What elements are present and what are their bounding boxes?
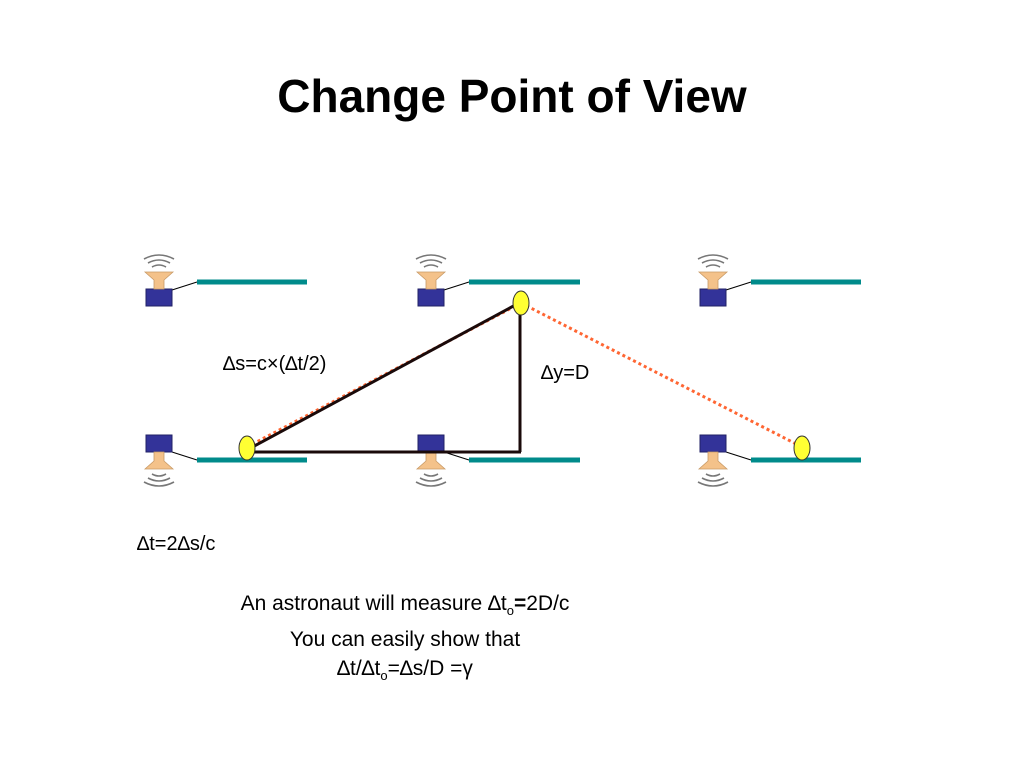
clock-emitter-icon <box>143 434 175 487</box>
delta-symbol: ∆ <box>177 533 190 555</box>
label-text: y=D <box>553 362 590 384</box>
delta-symbol: ∆ <box>361 657 375 681</box>
light-pulse-icon <box>793 435 811 461</box>
delta-symbol: ∆ <box>137 533 150 555</box>
delta-symbol: ∆ <box>541 362 554 384</box>
height-label: ∆y=D <box>541 361 589 385</box>
delta-symbol: ∆ <box>488 592 501 615</box>
caption-text: t/ <box>350 657 362 681</box>
label-text: s=c×( <box>235 353 286 375</box>
light-pulse-icon <box>512 290 530 316</box>
caption-text: = <box>387 657 400 681</box>
page-title: Change Point of View <box>277 70 747 122</box>
clock-emitter-icon <box>143 254 175 307</box>
light-path-down <box>520 301 803 449</box>
clock-emitter-icon <box>415 434 447 487</box>
gamma-symbol: γ <box>462 657 473 681</box>
caption-text: t <box>500 592 507 615</box>
caption-text: An astronaut will measure <box>240 592 489 615</box>
caption-text: t <box>374 657 381 681</box>
subscript: o <box>380 668 388 684</box>
time-formula-label: ∆t=2∆s/c <box>137 532 215 556</box>
caption-text: = <box>513 592 527 615</box>
delta-symbol: ∆ <box>337 657 350 681</box>
clock-emitter-icon <box>697 254 729 307</box>
delta-symbol: ∆ <box>223 353 236 375</box>
triangle-hypotenuse <box>246 301 520 452</box>
delta-symbol: ∆ <box>399 657 413 681</box>
clock-emitter-icon <box>697 434 729 487</box>
label-text: t/2) <box>297 353 327 375</box>
caption-line-3: ∆t/∆to=∆s/D =γ <box>180 654 630 690</box>
caption-line-1: An astronaut will measure ∆to=2D/c <box>180 589 630 625</box>
label-text: t=2 <box>149 533 178 555</box>
clock-emitter-icon <box>415 254 447 307</box>
caption-text: 2D/c <box>526 592 570 615</box>
label-text: s/c <box>189 533 216 555</box>
hypotenuse-label: ∆s=c×(∆t/2) <box>223 352 326 376</box>
caption-text: s/D = <box>412 657 463 681</box>
explanation-caption: An astronaut will measure ∆to=2D/c You c… <box>180 589 630 690</box>
light-pulse-icon <box>238 435 256 461</box>
caption-line-2: You can easily show that <box>289 628 521 652</box>
delta-symbol: ∆ <box>285 353 298 375</box>
subscript: o <box>506 603 514 619</box>
